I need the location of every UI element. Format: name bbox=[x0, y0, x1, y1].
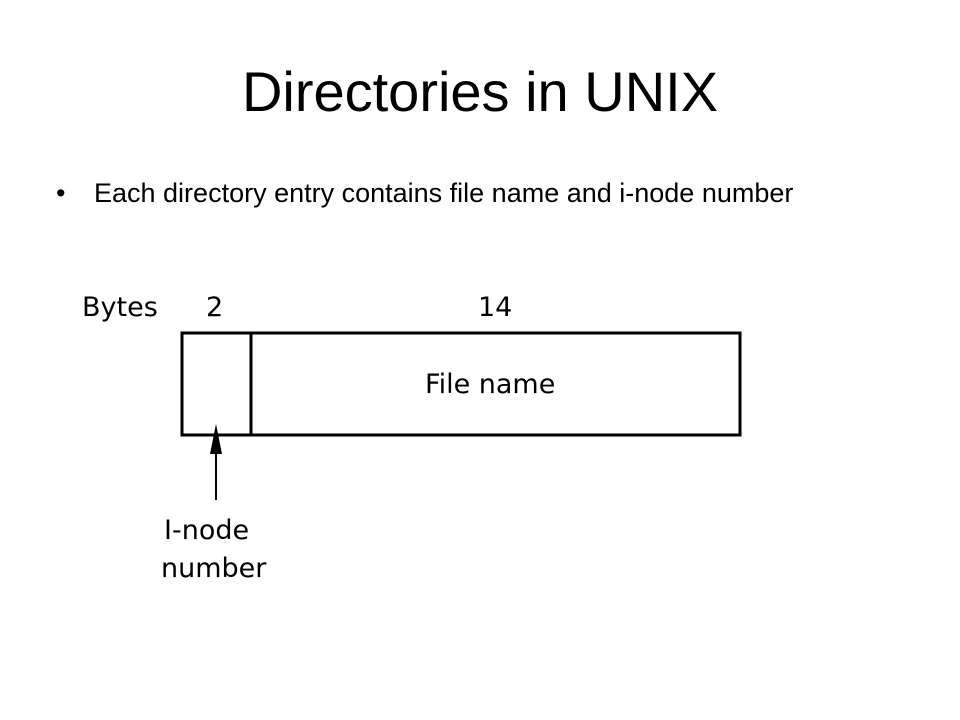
bullet-text: Each directory entry contains file name … bbox=[94, 178, 794, 208]
inode-pointer-arrowhead-icon bbox=[210, 424, 222, 454]
bullet-dot-icon: • bbox=[56, 178, 66, 208]
slide-title: Directories in UNIX bbox=[241, 60, 719, 123]
bytes-label: Bytes bbox=[82, 292, 158, 323]
inode-number-label-line2: number bbox=[161, 553, 267, 584]
inode-number-label-line1: I-node bbox=[164, 515, 249, 546]
inode-size-label: 2 bbox=[206, 292, 223, 323]
filename-field-label: File name bbox=[425, 369, 555, 400]
directory-entry-box bbox=[180, 331, 742, 437]
bullet-list: • Each directory entry contains file nam… bbox=[56, 174, 856, 212]
filename-size-label: 14 bbox=[478, 292, 512, 323]
bullet-item: • Each directory entry contains file nam… bbox=[56, 174, 856, 212]
